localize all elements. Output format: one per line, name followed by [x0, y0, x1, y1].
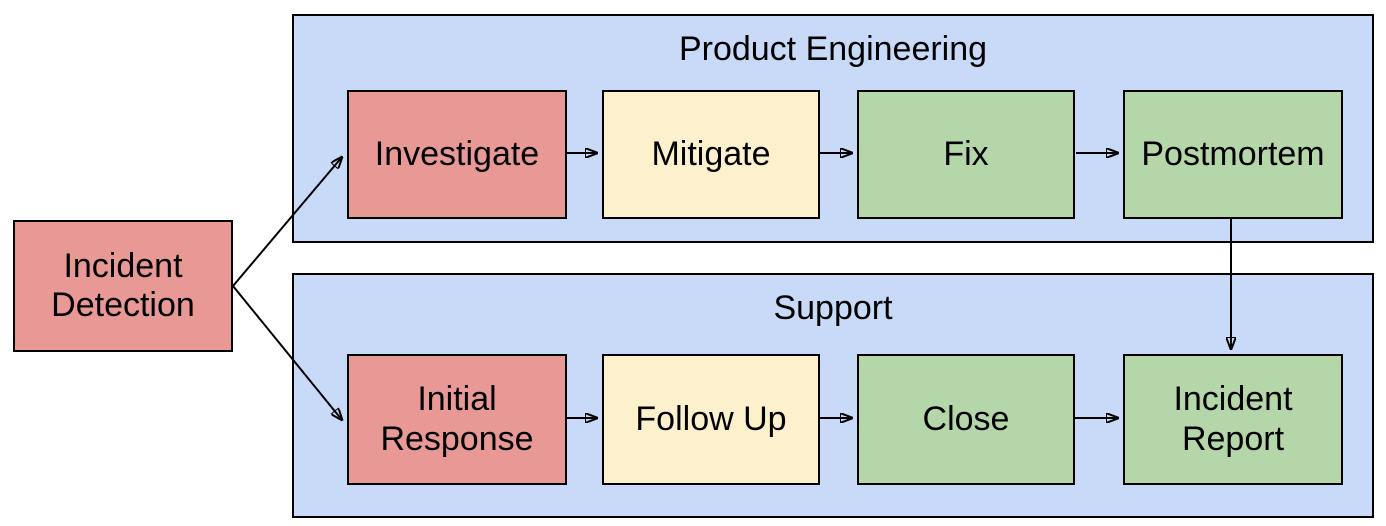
node-postmortem: Postmortem [1123, 90, 1343, 219]
node-incident-report-label: Incident Report [1173, 380, 1293, 458]
node-incident-detection: Incident Detection [13, 220, 233, 352]
node-incident-detection-label: Incident Detection [51, 246, 195, 324]
node-mitigate: Mitigate [602, 90, 820, 219]
node-follow-up: Follow Up [602, 354, 820, 485]
node-mitigate-label: Mitigate [651, 134, 771, 173]
node-investigate-label: Investigate [374, 134, 540, 173]
node-incident-report: Incident Report [1123, 354, 1343, 485]
lane-title-support: Support [773, 289, 893, 327]
lane-product-engineering: Product Engineering Investigate Mitigate… [292, 14, 1374, 243]
node-investigate: Investigate [347, 90, 567, 219]
node-initial-response: Initial Response [347, 354, 567, 485]
node-initial-response-label: Initial Response [380, 380, 534, 458]
node-close: Close [857, 354, 1075, 485]
node-follow-up-label: Follow Up [635, 399, 787, 438]
node-fix-label: Fix [943, 134, 989, 173]
lane-title-product-engineering: Product Engineering [678, 30, 988, 68]
node-postmortem-label: Postmortem [1141, 134, 1325, 173]
lane-support: Support Initial Response Follow Up Close… [292, 273, 1374, 518]
node-fix: Fix [857, 90, 1075, 219]
node-close-label: Close [922, 399, 1010, 438]
